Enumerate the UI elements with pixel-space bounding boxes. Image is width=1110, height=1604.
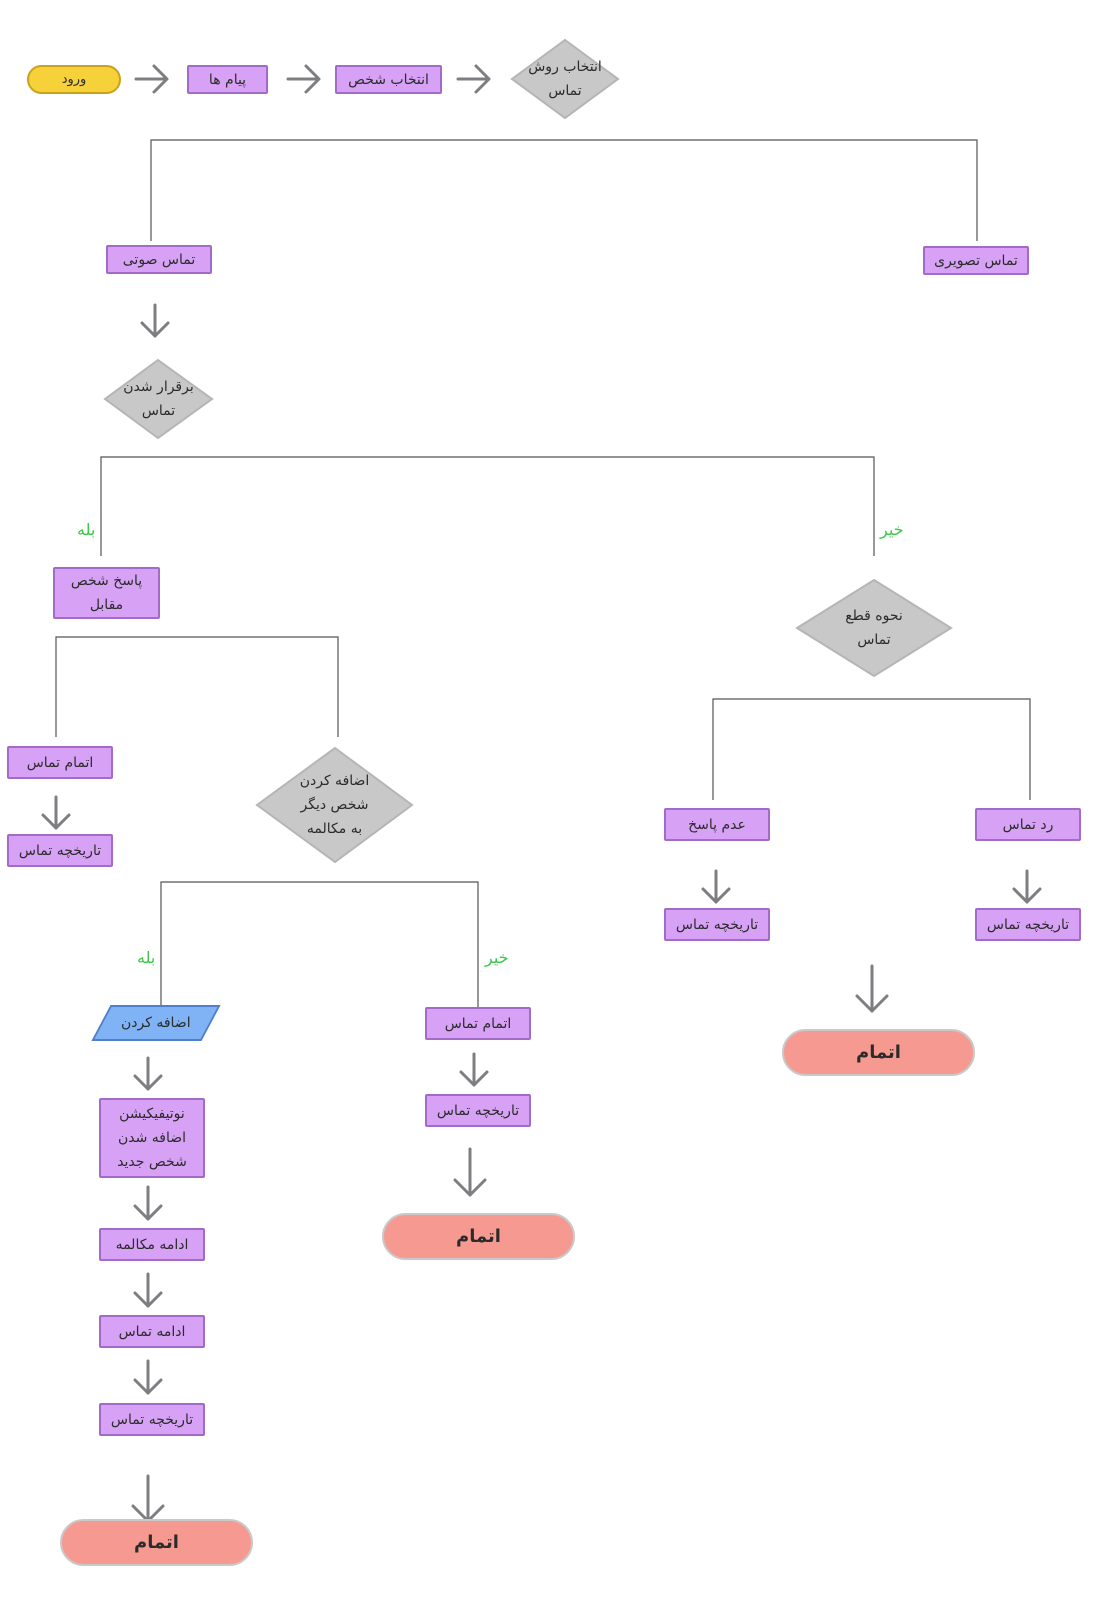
history-box-c: تاریخچه تماس <box>99 1403 205 1436</box>
arrow-down-end-a <box>41 795 71 830</box>
arrow-right-1 <box>134 64 169 94</box>
yes-label-add: بله <box>137 948 156 967</box>
history-box-reject: تاریخچه تماس <box>975 908 1081 941</box>
no-answer-box: عدم پاسخ <box>664 808 770 841</box>
no-label-connect: خیر <box>880 520 904 539</box>
add-person-label: اضافه کردن شخص دیگر به مکالمه <box>299 773 370 837</box>
login-start: ورود <box>27 65 121 94</box>
history-box-a: تاریخچه تماس <box>7 834 113 867</box>
arrow-down-continue-conversation <box>133 1272 163 1308</box>
reject-box: رد تماس <box>975 808 1081 841</box>
connect-call-label: برقرار شدن تماس <box>123 379 194 419</box>
history-box-b: تاریخچه تماس <box>425 1094 531 1127</box>
history-box-noanswer: تاریخچه تماس <box>664 908 770 941</box>
arrow-down-notification <box>133 1185 163 1221</box>
branch-line-disconnect <box>712 698 1031 800</box>
branch-line-answer <box>55 636 339 737</box>
answer-box: پاسخ شخص مقابل <box>53 567 160 619</box>
notification-box: نوتیفیکیشن اضافه شدن شخص جدید <box>99 1098 205 1178</box>
arrow-right-3 <box>456 64 491 94</box>
no-label-add: خیر <box>485 948 509 967</box>
branch-line-add <box>160 881 479 1007</box>
arrow-right-2 <box>286 64 321 94</box>
decision-add-person <box>255 746 414 864</box>
arrow-down-voice <box>140 303 170 338</box>
arrow-down-continue-call <box>133 1359 163 1395</box>
arrow-down-end-b <box>459 1052 489 1087</box>
end-call-box-a: اتمام تماس <box>7 746 113 779</box>
arrow-down-reject <box>1012 869 1042 904</box>
decision-connect-call <box>103 358 214 440</box>
branch-line-connect <box>100 456 875 556</box>
branch-line-method <box>150 139 978 241</box>
select-person-box: انتخاب شخص <box>335 65 442 94</box>
arrow-down-add <box>133 1056 163 1091</box>
add-action-label: اضافه کردن <box>121 1015 191 1031</box>
end-call-box-b: اتمام تماس <box>425 1007 531 1040</box>
continue-conversation-box: ادامه مکالمه <box>99 1228 205 1261</box>
arrow-down-finish-middle <box>453 1147 487 1197</box>
how-disconnect-label: نحوه قطع تماس <box>845 608 903 648</box>
finish-terminal-middle: اتمام <box>382 1213 575 1260</box>
decision-how-disconnect <box>795 578 953 678</box>
finish-terminal-right: اتمام <box>782 1029 975 1076</box>
finish-terminal-left: اتمام <box>60 1519 253 1566</box>
video-call-box: تماس تصویری <box>923 246 1029 275</box>
arrow-down-finish-left <box>131 1474 165 1523</box>
continue-call-box: ادامه تماس <box>99 1315 205 1348</box>
arrow-down-noans <box>701 869 731 904</box>
add-action-io: اضافه کردن <box>91 1005 221 1041</box>
arrow-down-finish-right <box>855 964 889 1013</box>
yes-label-connect: بله <box>77 520 96 539</box>
messages-box: پیام ها <box>187 65 268 94</box>
decision-select-method <box>510 38 620 120</box>
select-method-label: انتخاب روش تماس <box>528 59 602 99</box>
voice-call-box: تماس صوتی <box>106 245 212 274</box>
